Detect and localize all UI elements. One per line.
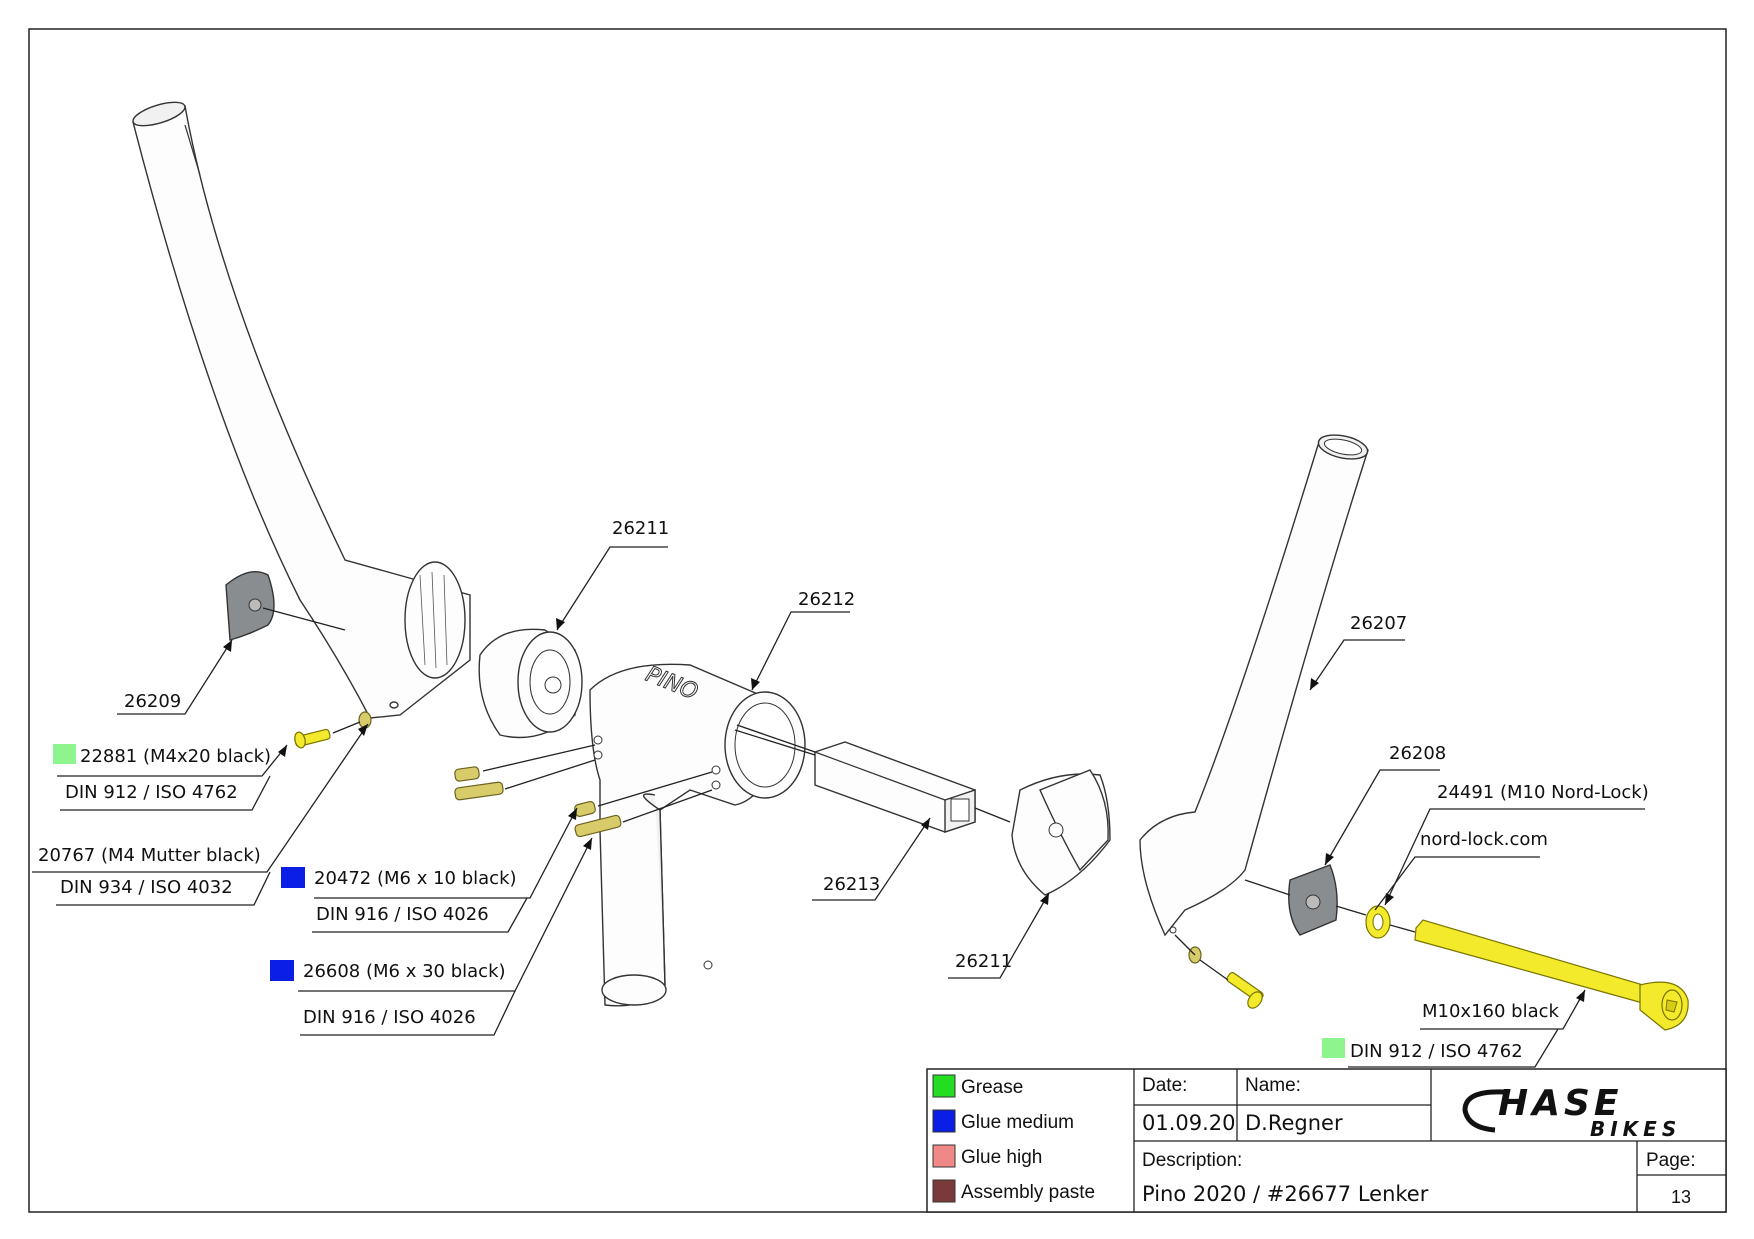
svg-text:HASE: HASE (1498, 1083, 1623, 1124)
legend-swatch-grease (932, 1074, 956, 1098)
clamp-disc-26211-top (478, 628, 583, 739)
callout-26211-top: 26211 (612, 518, 669, 539)
callout-22881-standard: DIN 912 / ISO 4762 (65, 782, 238, 803)
callout-24491: 24491 (M10 Nord-Lock) (1437, 782, 1649, 803)
callout-20472-standard: DIN 916 / ISO 4026 (316, 904, 489, 925)
callout-26207: 26207 (1350, 613, 1407, 634)
legend-swatch-assembly-paste (932, 1179, 956, 1203)
description-value: Pino 2020 / #26677 Lenker (1142, 1182, 1429, 1206)
name-label: Name: (1245, 1075, 1301, 1096)
grease-marker-m10 (1322, 1038, 1345, 1058)
right-handlebar-tube (1139, 434, 1369, 937)
small-bolt-right (1188, 946, 1264, 1009)
hase-bikes-logo: HASE BIKES (1462, 1083, 1681, 1141)
callout-20472: 20472 (M6 x 10 black) (314, 868, 517, 889)
description-label: Description: (1142, 1150, 1242, 1171)
leader-26209 (117, 639, 233, 715)
clamp-disc-26211-bottom (1011, 769, 1111, 896)
legend-label-glue-medium: Glue medium (961, 1112, 1074, 1133)
callout-26212: 26212 (798, 589, 855, 610)
leader-26211-top (556, 546, 668, 631)
legend-swatch-glue-medium (932, 1109, 956, 1133)
callout-26608-standard: DIN 916 / ISO 4026 (303, 1007, 476, 1028)
callout-22881: 22881 (M4x20 black) (80, 746, 271, 767)
nord-lock-washer (1365, 905, 1391, 939)
callout-26208: 26208 (1389, 743, 1446, 764)
callout-m10-bolt: M10x160 black (1422, 1001, 1560, 1022)
legend-label-glue-high: Glue high (961, 1147, 1042, 1168)
callout-20767: 20767 (M4 Mutter black) (38, 845, 261, 866)
callout-26209: 26209 (124, 691, 181, 712)
left-handlebar-tube (132, 101, 471, 719)
legend-label-assembly-paste: Assembly paste (961, 1182, 1095, 1203)
date-value: 01.09.20 (1142, 1111, 1236, 1135)
page-label: Page: (1646, 1150, 1696, 1171)
drawing-frame (28, 28, 1727, 1213)
legend-swatch-glue-high (932, 1144, 956, 1168)
leader-26212 (751, 611, 850, 691)
center-stem-26212: PINO (589, 662, 806, 1007)
legend: Grease Glue medium Glue high Assembly pa… (932, 1074, 1095, 1203)
callout-26211-bottom: 26211 (955, 951, 1012, 972)
page-number: 13 (1671, 1187, 1691, 1207)
square-tube-26213 (814, 741, 976, 833)
clamp-block-26208 (1288, 864, 1338, 936)
grub-screws-left (454, 766, 622, 838)
svg-text:BIKES: BIKES (1590, 1117, 1681, 1141)
grease-marker-22881 (53, 744, 76, 764)
clamp-block-26209 (225, 571, 275, 641)
name-value: D.Regner (1245, 1111, 1343, 1135)
callout-20767-standard: DIN 934 / ISO 4032 (60, 877, 233, 898)
legend-label-grease: Grease (961, 1077, 1023, 1098)
date-label: Date: (1142, 1075, 1187, 1096)
glue-marker-26608 (270, 960, 294, 981)
title-block: Grease Glue medium Glue high Assembly pa… (926, 1068, 1727, 1213)
glue-marker-20472 (281, 867, 305, 888)
m10-bolt (1414, 919, 1689, 1031)
callout-26608: 26608 (M6 x 30 black) (303, 961, 506, 982)
callout-nord-lock-url[interactable]: nord-lock.com (1420, 829, 1548, 850)
callout-m10-standard: DIN 912 / ISO 4762 (1350, 1041, 1523, 1062)
callout-26213: 26213 (823, 874, 880, 895)
